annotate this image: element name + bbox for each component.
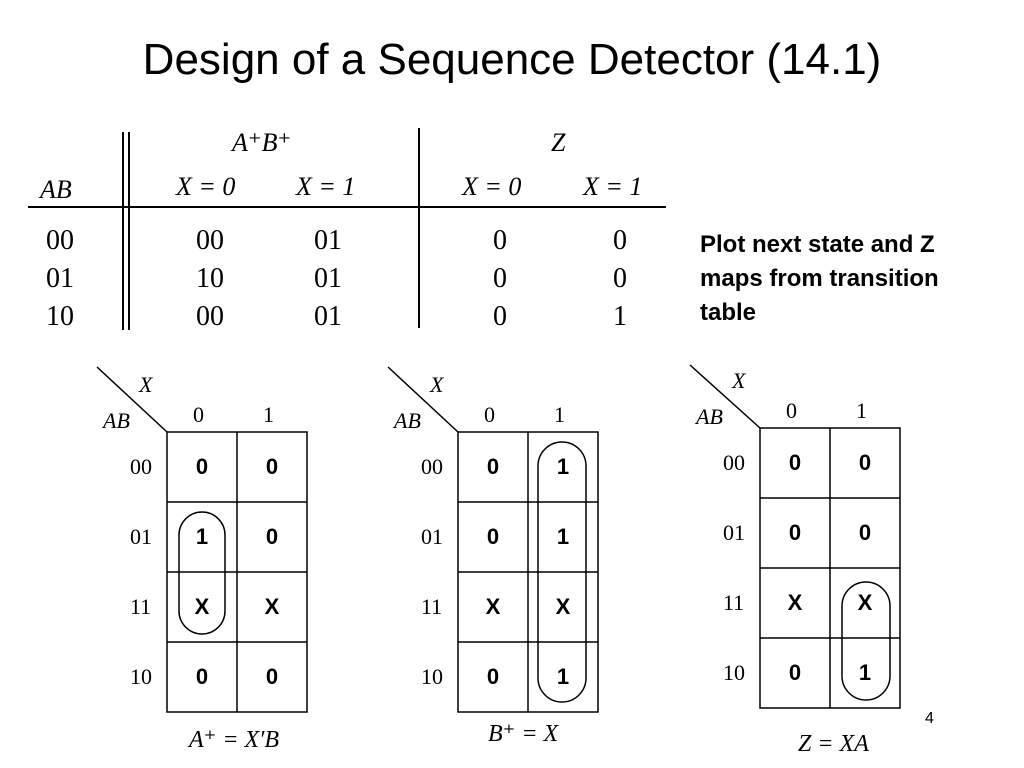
kmap-equation: B⁺ = X xyxy=(488,721,559,747)
page-number: 4 xyxy=(925,710,934,727)
kmap-cell: 0 xyxy=(195,664,209,689)
kmap-grid xyxy=(387,366,599,713)
kmap-cell: 0 xyxy=(486,664,500,689)
table-cell: 10 xyxy=(196,263,224,294)
kmap-cell: 1 xyxy=(858,660,872,685)
row-label: 10 xyxy=(723,660,745,685)
kmap-cell: 1 xyxy=(556,664,570,689)
table-cell: 00 xyxy=(46,225,74,256)
table-cell: 0 xyxy=(613,225,627,256)
kmap-equation: A⁺ = X′B xyxy=(189,727,280,753)
table-cell: 00 xyxy=(196,301,224,332)
kmap-z: X AB 0 1 00 01 11 10 0 0 0 0 X X 0 1 Z =… xyxy=(689,364,901,757)
col-label: X = 0 xyxy=(462,172,522,201)
kmap-a-plus: X AB 0 1 00 01 11 10 0 0 1 0 X X 0 0 A⁺ … xyxy=(96,365,308,753)
kmap-b-plus: X AB 0 1 00 01 11 10 0 1 0 1 X X 0 1 B⁺ … xyxy=(387,365,599,747)
grouping-loop xyxy=(841,581,891,701)
kmap-cell: 0 xyxy=(486,454,500,479)
table-cell: 0 xyxy=(493,225,507,256)
row-label: 00 xyxy=(130,454,152,479)
row-label: 01 xyxy=(723,520,745,545)
row-header: AB xyxy=(40,175,72,204)
row-label: 11 xyxy=(723,590,745,615)
row-label: 11 xyxy=(130,594,152,619)
table-cell: 10 xyxy=(46,301,74,332)
table-double-rule xyxy=(122,132,124,330)
col-label: 1 xyxy=(856,398,867,423)
kmap-cell: 0 xyxy=(788,520,802,545)
output-header: Z xyxy=(551,128,566,157)
table-cell: 00 xyxy=(196,225,224,256)
var-ab-label: AB xyxy=(394,408,421,433)
next-state-header: A⁺B⁺ xyxy=(232,128,292,157)
row-label: 00 xyxy=(421,454,443,479)
col-label: X = 1 xyxy=(583,172,643,201)
row-label: 10 xyxy=(421,664,443,689)
kmap-cell: 1 xyxy=(556,524,570,549)
kmap-cell: 1 xyxy=(556,454,570,479)
grouping-loop xyxy=(178,511,226,635)
var-x-label: X xyxy=(430,372,444,397)
table-cell: 01 xyxy=(314,225,342,256)
kmap-cell: X xyxy=(194,594,210,619)
table-cell: 0 xyxy=(493,263,507,294)
kmap-grid xyxy=(96,366,308,713)
kmap-cell: X xyxy=(787,590,803,615)
table-cell: 0 xyxy=(493,301,507,332)
kmap-grid xyxy=(689,364,901,709)
col-label: 1 xyxy=(554,402,565,427)
col-label: 0 xyxy=(786,398,797,423)
kmap-cell: 0 xyxy=(788,450,802,475)
kmap-cell: 0 xyxy=(265,664,279,689)
table-cell: 01 xyxy=(314,263,342,294)
table-double-rule xyxy=(128,132,130,330)
kmap-cell: 0 xyxy=(195,454,209,479)
col-label: 0 xyxy=(193,402,204,427)
var-ab-label: AB xyxy=(696,404,723,429)
col-label: 1 xyxy=(263,402,274,427)
kmap-cell: 0 xyxy=(265,524,279,549)
table-cell: 0 xyxy=(613,263,627,294)
row-label: 01 xyxy=(421,524,443,549)
kmap-cell: X xyxy=(485,594,501,619)
var-x-label: X xyxy=(139,372,153,397)
row-label: 11 xyxy=(421,594,443,619)
page-title: Design of a Sequence Detector (14.1) xyxy=(142,35,882,84)
table-divider xyxy=(418,128,420,328)
table-cell: 1 xyxy=(613,301,627,332)
instruction-note: Plot next state and Z maps from transiti… xyxy=(700,231,939,326)
grouping-loop xyxy=(537,441,587,703)
table-cell: 01 xyxy=(46,263,74,294)
kmap-equation: Z = XA xyxy=(798,731,869,757)
col-label: X = 1 xyxy=(296,172,356,201)
col-label: X = 0 xyxy=(176,172,236,201)
var-x-label: X xyxy=(732,368,746,393)
kmap-cell: X xyxy=(264,594,280,619)
row-label: 10 xyxy=(130,664,152,689)
row-label: 01 xyxy=(130,524,152,549)
row-label: 00 xyxy=(723,450,745,475)
kmap-cell: 0 xyxy=(858,520,872,545)
kmap-cell: 1 xyxy=(195,524,209,549)
kmap-cell: 0 xyxy=(486,524,500,549)
table-header-rule xyxy=(28,206,666,208)
kmap-cell: 0 xyxy=(858,450,872,475)
kmap-cell: X xyxy=(857,590,873,615)
col-label: 0 xyxy=(484,402,495,427)
kmap-cell: 0 xyxy=(788,660,802,685)
kmap-cell: 0 xyxy=(265,454,279,479)
table-cell: 01 xyxy=(314,301,342,332)
kmap-cell: X xyxy=(555,594,571,619)
var-ab-label: AB xyxy=(103,408,130,433)
